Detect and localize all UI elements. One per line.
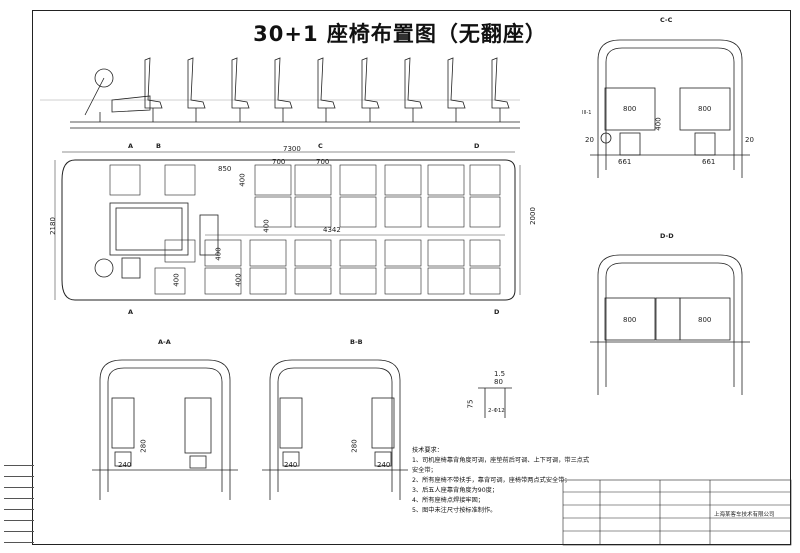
- note-line: 1、司机座椅靠背角度可调，座垫前后可调、上下可调，带三点式: [412, 457, 590, 464]
- title-block: [562, 479, 792, 546]
- dim-bb-240b: 240: [377, 461, 391, 469]
- section-dd-right: [590, 254, 750, 395]
- dim-cc-20b: 20: [745, 136, 754, 144]
- dim-700a: 700: [272, 158, 286, 166]
- notes-heading: 技术要求：: [412, 447, 443, 454]
- dim-bb-240a: 240: [284, 461, 298, 469]
- dim-dd-800b: 800: [698, 316, 712, 324]
- section-mark-a-top: A: [128, 142, 134, 150]
- dim-400c: 400: [214, 247, 223, 261]
- view-label-dd-right: D-D: [660, 232, 674, 240]
- dim-400b: 400: [262, 219, 271, 233]
- dim-bb-280: 280: [350, 439, 359, 453]
- dim-400a: 400: [238, 173, 247, 187]
- dim-inner-width: 2000: [528, 207, 537, 225]
- dim-cc-800b: 800: [698, 105, 712, 113]
- section-bb: [262, 359, 408, 500]
- dim-detail-75: 75: [466, 399, 475, 409]
- note-line: 5、图中未注尺寸按标准制作。: [412, 507, 497, 514]
- section-mark-c: C: [318, 142, 323, 150]
- dim-400d: 400: [172, 273, 181, 287]
- floor-plan: [54, 151, 521, 301]
- dim-aisle: 4342: [323, 226, 341, 234]
- dim-aa-240: 240: [118, 461, 132, 469]
- section-cc: [590, 39, 750, 178]
- dim-width: 2180: [48, 217, 57, 235]
- dim-aa-280: 280: [139, 439, 148, 453]
- detail-callout: III-1: [582, 110, 592, 116]
- dim-700b: 700: [316, 158, 330, 166]
- side-elevation: [40, 68, 520, 129]
- drawing-frame: [32, 10, 791, 545]
- side-seats: [144, 57, 510, 122]
- note-line: 4、所有座椅点焊接牢固；: [412, 497, 484, 504]
- detail-sketch: [478, 387, 512, 418]
- view-label-cc: C-C: [660, 16, 673, 24]
- dim-length: 7300: [283, 145, 301, 153]
- dim-detail-80: 80: [494, 378, 503, 386]
- dim-cc-661a: 661: [618, 158, 632, 166]
- dim-cc-661b: 661: [702, 158, 716, 166]
- dim-detail-phi: 2-Φ12: [488, 408, 505, 414]
- dim-cc-400: 400: [654, 117, 663, 131]
- dim-dd-800a: 800: [623, 316, 637, 324]
- note-line: 3、后五人座靠背角度为90度；: [412, 487, 499, 494]
- section-mark-d-top: D: [474, 142, 480, 150]
- plan-seats: [109, 164, 501, 295]
- company-name: 上海某客车技术有限公司: [714, 512, 775, 518]
- section-aa: [92, 359, 238, 500]
- technical-notes: 技术要求： 1、司机座椅靠背角度可调，座垫前后可调、上下可调，带三点式 安全带；…: [412, 446, 589, 516]
- revision-column: [4, 455, 34, 543]
- drawing-title: 30+1 座椅布置图（无翻座）: [253, 22, 547, 46]
- view-label-aa: A-A: [158, 338, 171, 346]
- section-mark-b: B: [156, 142, 161, 150]
- section-mark-d-bottom: D: [494, 308, 500, 316]
- dim-400e: 400: [234, 273, 243, 287]
- note-line: 安全带；: [412, 467, 437, 474]
- section-mark-a-bottom: A: [128, 308, 134, 316]
- dim-cc-20a: 20: [585, 136, 594, 144]
- dim-850: 850: [218, 165, 232, 173]
- note-line: 2、所有座椅不带扶手，靠背可调，座椅带两点式安全带；: [412, 477, 571, 484]
- dim-detail-1-5: 1.5: [494, 370, 506, 378]
- view-label-bb: B-B: [350, 338, 363, 346]
- dim-cc-800a: 800: [623, 105, 637, 113]
